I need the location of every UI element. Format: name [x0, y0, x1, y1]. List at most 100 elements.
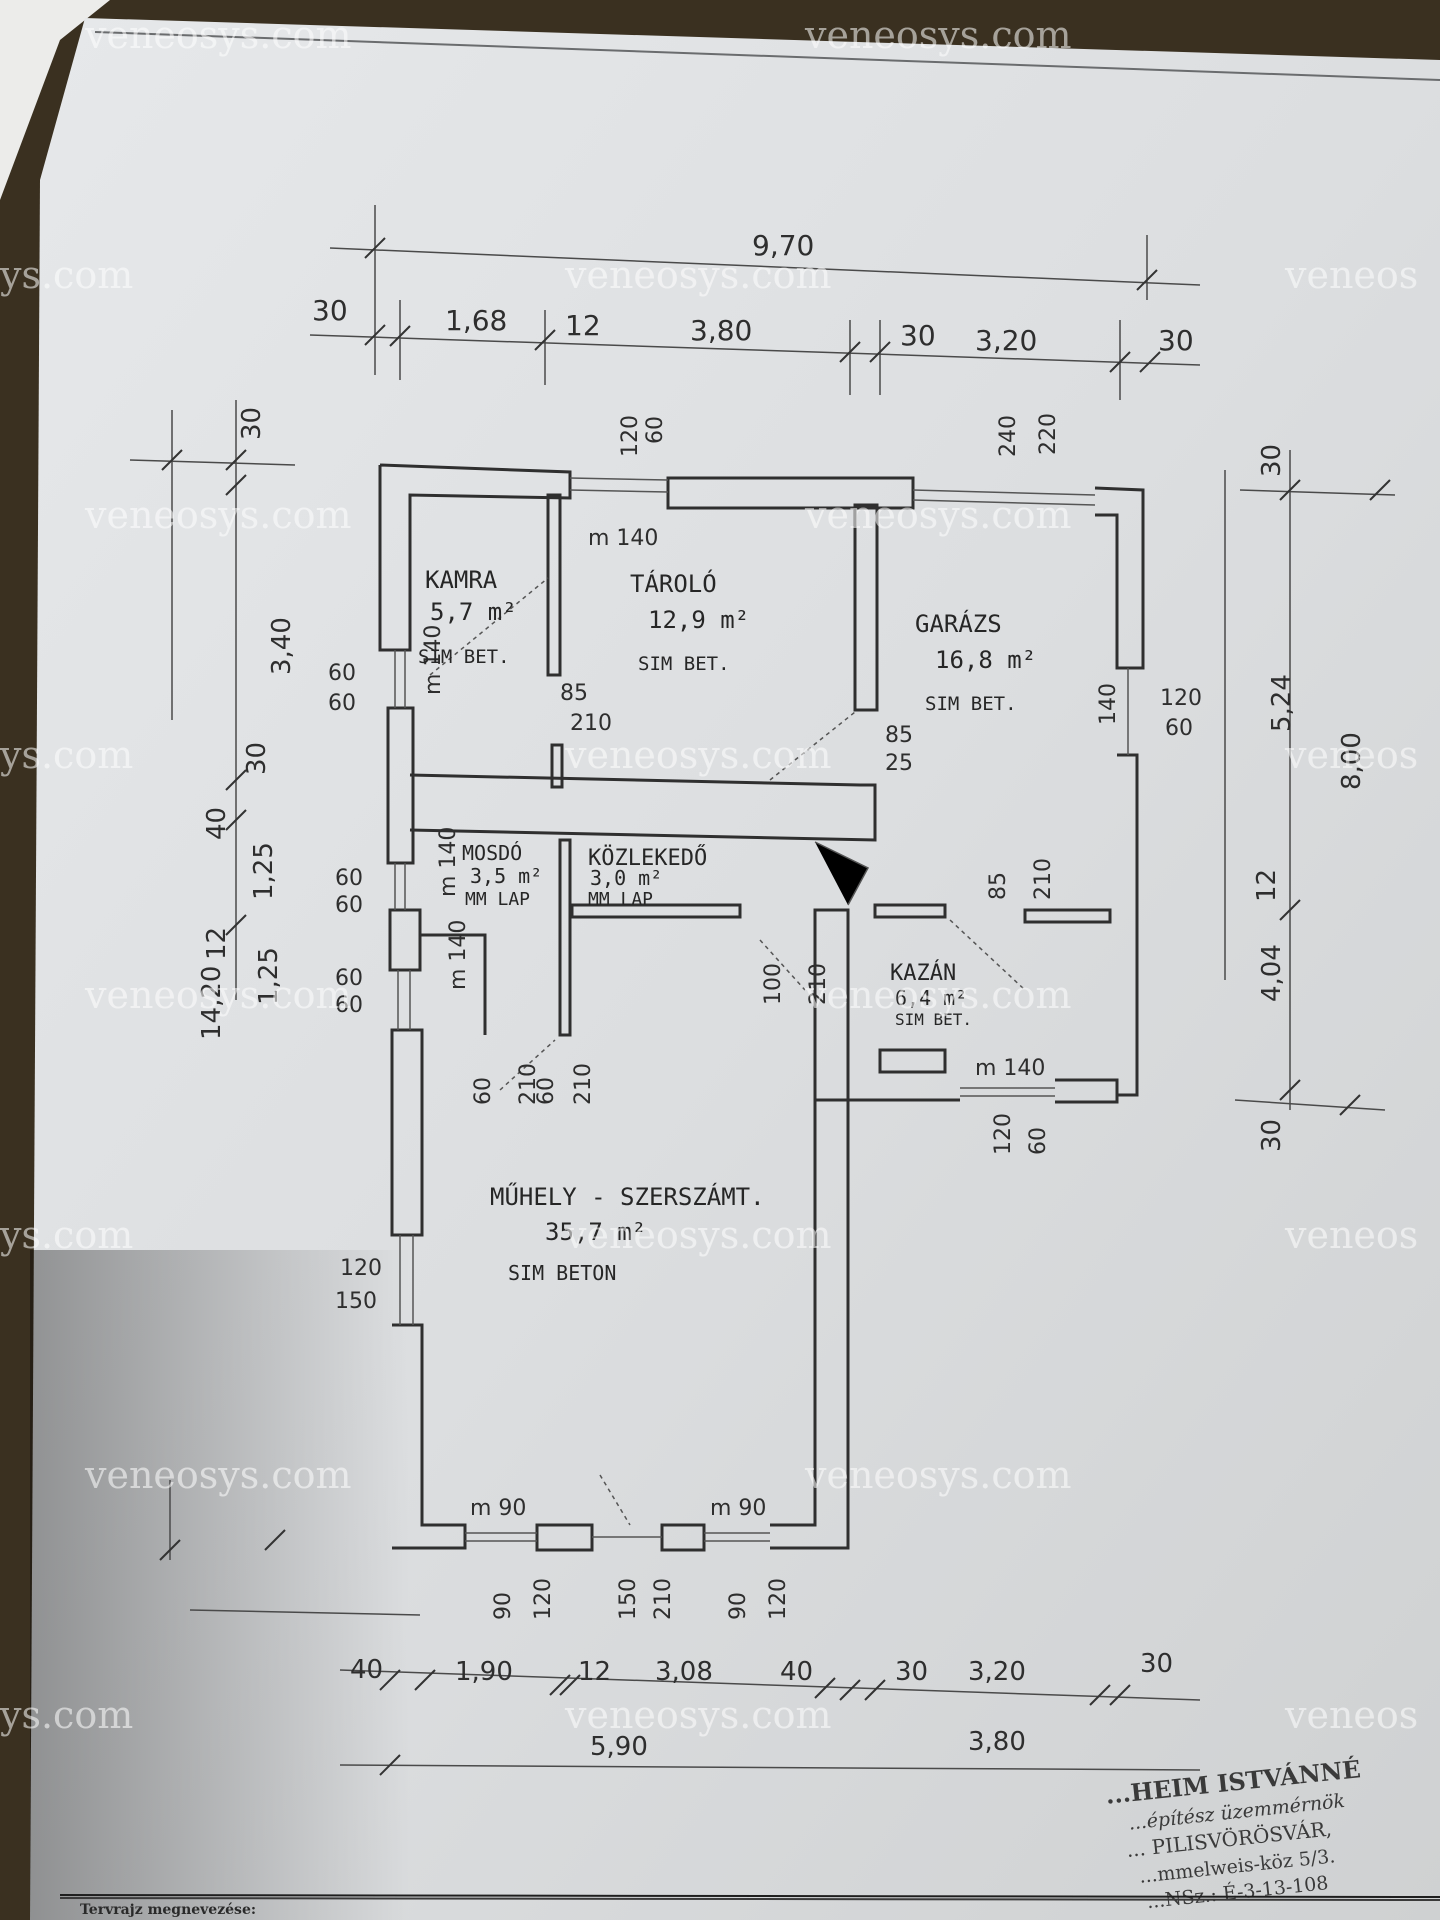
label-front-120a: 120 [531, 1578, 556, 1620]
room-tarolo-name: TÁROLÓ [630, 568, 717, 598]
dim-left-1: 30 [237, 407, 267, 440]
wall-kozl-bottom [570, 903, 742, 919]
dim-top-3: 12 [565, 309, 601, 342]
room-mosdo-area: 3,5 m² [470, 864, 542, 888]
dim-bottom-2: 1,90 [455, 1657, 513, 1687]
watermark: veneosys.com [564, 253, 832, 297]
label-door-kamra-b: 210 [570, 711, 612, 736]
dim-left-6: 12 [202, 927, 232, 960]
room-muhely-name: MŰHELY - SZERSZÁMT. [490, 1181, 765, 1211]
dim-bottom-total-right: 3,80 [968, 1727, 1026, 1757]
label-mosdo-60a: 60 [335, 866, 363, 891]
dim-left-3: 30 [242, 742, 272, 775]
label-door-kamra: 85 [560, 681, 588, 706]
dim-bottom-6: 30 [895, 1657, 928, 1687]
dim-top-7: 30 [1158, 324, 1194, 357]
room-muhely: MŰHELY - SZERSZÁMT. 35,7 m² SIM BETON [490, 1181, 765, 1285]
walls [378, 463, 1145, 1552]
watermark: veneosys.com [804, 493, 1072, 537]
dim-right-4: 12 [1252, 869, 1282, 902]
watermark: veneosys.com [84, 1453, 352, 1497]
watermark: veneos [1284, 1693, 1418, 1737]
dimension-ticks [159, 237, 1391, 1776]
watermark: veneos [1284, 733, 1418, 777]
label-front-90b: 90 [726, 1592, 751, 1620]
dim-bottom-1: 40 [350, 1655, 383, 1685]
label-garazs-side: 140 [1096, 683, 1121, 725]
room-garazs: GARÁZS 16,8 m² SIM BET. [915, 609, 1036, 715]
dim-right-3: 8,00 [1337, 732, 1367, 790]
room-kamra-area: 5,7 m² [430, 598, 517, 626]
label-side-60b: 60 [328, 691, 356, 716]
room-kamra: KAMRA 5,7 m² SIM BET. [418, 566, 517, 668]
label-door-kazan-b: 210 [1031, 858, 1056, 900]
label-front-90a: 90 [491, 1592, 516, 1620]
wall-ws-left-a [390, 1028, 424, 1237]
label-mosdo-win: m 140 [436, 827, 461, 897]
top-dimensions: 9,70 30 1,68 12 3,80 30 3,20 30 [312, 229, 1194, 357]
label-win-top-2b: 220 [1036, 413, 1061, 455]
room-tarolo-area: 12,9 m² [648, 606, 749, 634]
room-kozlekedo-area: 3,0 m² [590, 866, 662, 890]
dim-left-2: 3,40 [267, 617, 297, 675]
label-front-gate-150: 150 [616, 1578, 641, 1620]
dim-bottom-3: 12 [578, 1657, 611, 1687]
watermark: veneosys.com [564, 1693, 832, 1737]
frame-line-bottom [59, 1897, 1440, 1901]
room-kazan-area: 6,4 m² [895, 986, 967, 1010]
room-labels: KAMRA 5,7 m² SIM BET. TÁROLÓ 12,9 m² SIM… [418, 566, 1036, 1285]
label-front-gate-210: 210 [651, 1578, 676, 1620]
watermark: veneosys.com [804, 1453, 1072, 1497]
left-dimensions: 30 3,40 30 40 1,25 12 1,25 14,20 [197, 407, 297, 1040]
room-tarolo-floor: SIM BET. [638, 653, 730, 675]
dim-top-4: 3,80 [690, 314, 752, 347]
dim-top-2: 1,68 [445, 304, 507, 337]
wall-mosdo-inner [420, 933, 487, 1035]
dim-left-8: 14,20 [197, 966, 227, 1040]
dim-right-5: 4,04 [1257, 944, 1287, 1002]
room-garazs-name: GARÁZS [915, 609, 1002, 638]
room-kozlekedo-floor: MM LAP [588, 889, 653, 910]
watermark: veneos [1284, 253, 1418, 297]
label-win-top-1: 120 [618, 415, 643, 457]
room-garazs-area: 16,8 m² [935, 646, 1036, 674]
watermark: ys.com [0, 1693, 133, 1737]
dim-total-width: 9,70 [752, 229, 814, 262]
label-door-garazs-b: 25 [885, 751, 913, 776]
label-win-60b: 60 [335, 993, 363, 1018]
dim-right-1: 30 [1257, 444, 1287, 477]
watermark: veneosys.com [564, 1213, 832, 1257]
room-kazan-floor: SIM BET. [895, 1010, 972, 1029]
label-mosdo-60b: 60 [335, 893, 363, 918]
title-block-line [59, 1894, 1440, 1898]
dim-right-6: 30 [1257, 1119, 1287, 1152]
label-left-win: 120 [340, 1256, 382, 1281]
room-muhely-area: 35,7 m² [545, 1218, 646, 1246]
label-garazs-win: 120 [1160, 686, 1202, 711]
wall-kazan-top2 [1023, 908, 1112, 924]
room-kamra-name: KAMRA [425, 566, 498, 594]
room-mosdo-name: MOSDÓ [462, 841, 522, 865]
dim-top-6: 3,20 [975, 324, 1037, 357]
label-win-kamra: m 140 [421, 625, 446, 695]
wall-top-tarolo [666, 476, 915, 510]
watermarks: veneosys.com veneosys.com ys.com veneosy… [0, 13, 1418, 1737]
label-door-60: 60 [471, 1077, 496, 1105]
right-dimensions: 30 5,24 8,00 12 4,04 30 [1252, 444, 1367, 1152]
room-kazan: KAZÁN 6,4 m² SIM BET. [890, 960, 972, 1029]
label-kazan-win: m 140 [975, 1056, 1045, 1081]
bottom-dimensions: 40 1,90 12 3,08 40 30 3,20 30 5,90 3,80 [350, 1649, 1173, 1762]
wall-ws-left-b [392, 1323, 467, 1550]
shadow [30, 1250, 410, 1920]
watermark: veneosys.com [84, 13, 352, 57]
room-kazan-name: KAZÁN [890, 960, 956, 986]
dim-left-7: 1,25 [254, 947, 284, 1005]
label-win-60a: 60 [335, 966, 363, 991]
wall-garazs-right [1117, 753, 1139, 1097]
watermark: veneosys.com [84, 973, 352, 1017]
label-kozl-door-b: 210 [806, 963, 831, 1005]
dim-top-5: 30 [900, 319, 936, 352]
label-front-120b: 120 [766, 1578, 791, 1620]
dim-left-5: 1,25 [249, 842, 279, 900]
